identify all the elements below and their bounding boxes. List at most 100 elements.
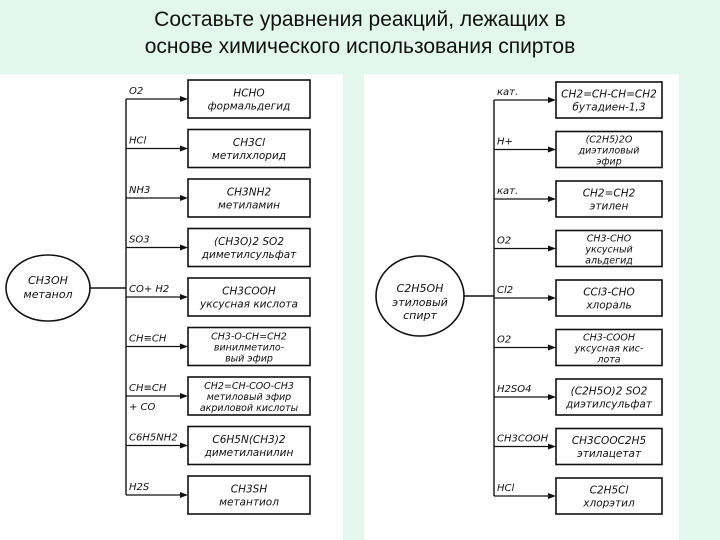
product-name: диметилсульфат <box>201 249 297 261</box>
product-name: уксусная кислота <box>199 299 298 311</box>
product-formula: CH3SH <box>231 484 268 496</box>
product-box <box>555 81 663 119</box>
product-name: вый эфир <box>225 354 273 365</box>
product-formula: (CH3O)2 SO2 <box>214 236 284 248</box>
reagent-label: CH≡CH <box>129 383 167 394</box>
product-formula: CH3COOC2H5 <box>572 435 647 447</box>
product-box <box>555 328 663 367</box>
product-box <box>555 378 663 416</box>
reagent-label: C6H5NH2 <box>129 433 178 444</box>
product-formula: (C2H5)2O <box>586 135 633 146</box>
reagent-label: NH3 <box>129 185 150 196</box>
product-formula: CH3-O-CH=CH2 <box>211 332 287 343</box>
reagent-label: + CO <box>129 402 156 413</box>
reagent-label: H2S <box>129 482 150 493</box>
reaction-arrow-head <box>180 492 188 498</box>
product-formula: CH2=CH-CH=CH2 <box>561 89 657 101</box>
reaction-arrow-head <box>180 393 188 399</box>
product-name: винилметило- <box>214 343 285 354</box>
product-box <box>187 326 311 367</box>
reagent-label: O2 <box>497 236 511 247</box>
product-name: хлорэтил <box>582 498 635 510</box>
product-formula: CH2=CH2 <box>583 188 636 200</box>
product-name: метиловый эфир <box>207 392 291 403</box>
product-formula: CH2=CH-COO-CH3 <box>204 381 294 392</box>
product-name: акриловой кислоты <box>200 403 299 414</box>
product-name: бутадиен-1,3 <box>572 102 645 114</box>
reaction-arrow-head <box>548 443 556 450</box>
slide-title: Составьте уравнения реакций, лежащих в о… <box>0 6 720 60</box>
reaction-arrow-head <box>180 96 188 102</box>
product-formula: CH3NH2 <box>227 187 272 199</box>
product-box <box>187 79 311 119</box>
product-name: этилацетат <box>577 448 642 460</box>
product-formula: CH3-COOH <box>583 333 635 344</box>
reagent-label: CH≡CH <box>129 334 167 345</box>
reaction-arrow-head <box>548 493 556 499</box>
product-formula: CH3COOH <box>222 286 276 298</box>
product-formula: CH3Cl <box>233 137 265 149</box>
reaction-arrow-head <box>548 146 556 153</box>
product-box <box>555 427 663 466</box>
product-name: уксусная кис- <box>574 344 644 355</box>
product-name: метиламин <box>218 200 280 212</box>
product-name: диэтилсульфат <box>565 399 653 411</box>
product-formula: CCl3-CHO <box>583 287 635 299</box>
source-name: этиловый <box>392 296 448 309</box>
reaction-arrow-head <box>548 245 556 252</box>
source-formula: C2H5OH <box>397 282 444 295</box>
product-box <box>187 277 311 317</box>
product-box <box>187 128 311 169</box>
source-formula: CH3OH <box>28 274 68 287</box>
product-name: альдегид <box>585 256 633 267</box>
product-name: метантиол <box>219 497 279 509</box>
reagent-label: HCl <box>129 136 147 147</box>
product-formula: (C2H5O)2 SO2 <box>571 386 648 398</box>
product-box <box>555 477 663 515</box>
reagent-label: H2SO4 <box>497 384 531 395</box>
source-name: метанол <box>23 288 72 301</box>
reagent-label: CO+ H2 <box>129 284 169 295</box>
product-formula: CH3-CHO <box>587 234 632 245</box>
reaction-arrow-head <box>180 195 188 201</box>
product-box <box>187 475 311 515</box>
reagent-label: CH3COOH <box>497 434 549 445</box>
product-name: лота <box>596 355 620 366</box>
reagent-label: кат. <box>497 87 518 98</box>
reaction-arrow-head <box>180 442 188 449</box>
product-name: формальдегид <box>208 101 291 113</box>
reagent-label: HCl <box>497 483 515 494</box>
product-formula: C2H5Cl <box>590 485 629 497</box>
product-box <box>555 229 663 268</box>
title-line-1: Составьте уравнения реакций, лежащих в <box>154 8 566 31</box>
reagent-label: O2 <box>497 335 511 346</box>
source-name: спирт <box>403 309 437 322</box>
title-line-2: основе химического использования спиртов <box>144 35 576 58</box>
product-box <box>555 130 663 169</box>
reaction-arrow-head <box>180 244 188 251</box>
product-box <box>555 180 663 218</box>
reagent-label: H+ <box>497 137 513 148</box>
reagent-label: SO3 <box>129 235 150 246</box>
product-name: диметиланилин <box>204 447 294 459</box>
product-box <box>187 227 311 268</box>
product-name: метилхлорид <box>212 150 286 162</box>
product-name: эфир <box>596 157 622 168</box>
product-formula: HCHO <box>233 88 264 100</box>
reaction-arrow-head <box>548 97 556 103</box>
